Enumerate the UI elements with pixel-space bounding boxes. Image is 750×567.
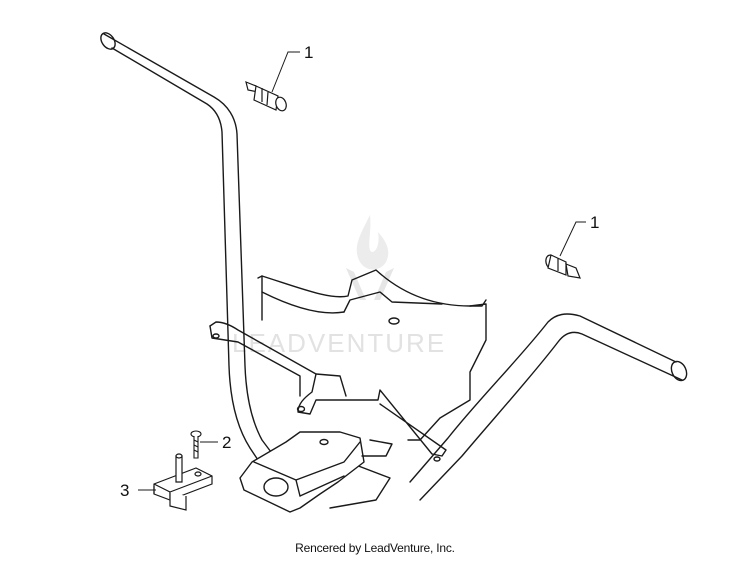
watermark-v-icon	[346, 268, 394, 300]
leadventure-watermark: LEADVENTURE	[232, 215, 446, 358]
cross-brace	[209, 321, 447, 462]
center-mount	[239, 431, 393, 513]
handle-bar-right	[299, 313, 688, 509]
grip-plug-right	[545, 254, 581, 279]
callout-1a: 1	[304, 43, 313, 62]
leader-line	[559, 221, 586, 257]
footer-credit: Rencered by LeadVenture, Inc.	[295, 541, 455, 555]
handle-bar-left	[100, 32, 275, 461]
console-plate	[257, 269, 487, 441]
screw	[190, 430, 202, 459]
grip-plug-left	[245, 81, 287, 112]
watermark-text: LEADVENTURE	[232, 328, 446, 358]
watermark-flame-icon	[356, 215, 389, 270]
callout-3: 3	[120, 481, 129, 500]
mounting-bracket	[153, 453, 213, 511]
leader-line	[271, 51, 300, 93]
callout-1b: 1	[590, 213, 599, 232]
handlebar-assembly	[100, 32, 688, 513]
callout-2: 2	[222, 433, 231, 452]
